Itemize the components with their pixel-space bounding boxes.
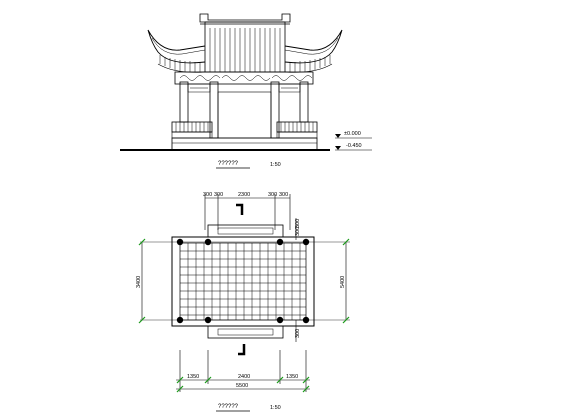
platform-outer	[171, 236, 315, 327]
right-dim-label: 5400	[340, 276, 346, 288]
bottom-dim-right: 1350	[286, 374, 298, 380]
level-markers: ±0.000 -0.450	[335, 131, 372, 151]
column-dot	[176, 316, 184, 324]
hanging-brackets	[187, 83, 301, 93]
bottom-dim-total: 5500	[236, 383, 248, 389]
plan-title: ??????	[218, 404, 239, 410]
pavilion-plan: 300 300 2300 300 300 300 300 300	[136, 192, 350, 412]
top-dim-right: 300	[268, 192, 277, 198]
bottom-dim-center: 2400	[238, 374, 250, 380]
bottom-dim-left: 1350	[187, 374, 199, 380]
right-dim-1: 300	[295, 219, 301, 228]
column-dots	[176, 238, 310, 324]
top-dim-left: 300	[203, 192, 212, 198]
left-bench-balusters	[175, 122, 209, 132]
right-dim-3: 300	[295, 329, 301, 338]
right-dimension: 5400	[340, 238, 350, 324]
axis-lines	[140, 241, 350, 321]
left-dimension: 3400	[136, 238, 146, 324]
frieze-ornament	[179, 75, 313, 81]
base-plinth	[171, 137, 318, 151]
top-dim-center: 2300	[238, 192, 250, 198]
column-dot	[176, 238, 184, 246]
pavilion-elevation: ±0.000 -0.450 ?????? 1:50	[120, 13, 372, 169]
elevation-title: ??????	[218, 161, 239, 167]
top-dimension: 300 300 2300 300 300	[203, 192, 291, 230]
center-opening	[217, 91, 272, 139]
left-eave	[147, 29, 206, 64]
column-dot	[204, 238, 212, 246]
roof-ridge	[199, 13, 291, 23]
level-bottom-label: -0.450	[346, 143, 362, 149]
elevation-scale: 1:50	[270, 162, 281, 168]
column-dot	[302, 316, 310, 324]
top-bench	[207, 224, 284, 238]
right-dim-2: 300	[295, 227, 301, 236]
column-dot	[276, 316, 284, 324]
right-bench-balusters	[280, 122, 314, 132]
column-dot	[204, 316, 212, 324]
bottom-door-symbol	[238, 344, 246, 356]
top-dim-right-b: 300	[279, 192, 288, 198]
roof-tiles	[209, 28, 281, 72]
plan-scale: 1:50	[270, 405, 281, 411]
column-dot	[302, 238, 310, 246]
platform-inner	[179, 242, 307, 321]
floor-grid	[180, 243, 306, 320]
right-eave	[284, 29, 343, 64]
roof	[147, 13, 343, 73]
bottom-bench	[207, 325, 284, 339]
right-small-dims: 300 300 300	[295, 218, 301, 342]
top-dim-left-b: 300	[214, 192, 223, 198]
bottom-dimension: 1350 2400 1350 5500	[176, 350, 310, 393]
level-top-label: ±0.000	[344, 131, 361, 137]
column-dot	[276, 238, 284, 246]
left-dim-label: 3400	[136, 276, 142, 288]
top-door-symbol	[236, 203, 244, 215]
